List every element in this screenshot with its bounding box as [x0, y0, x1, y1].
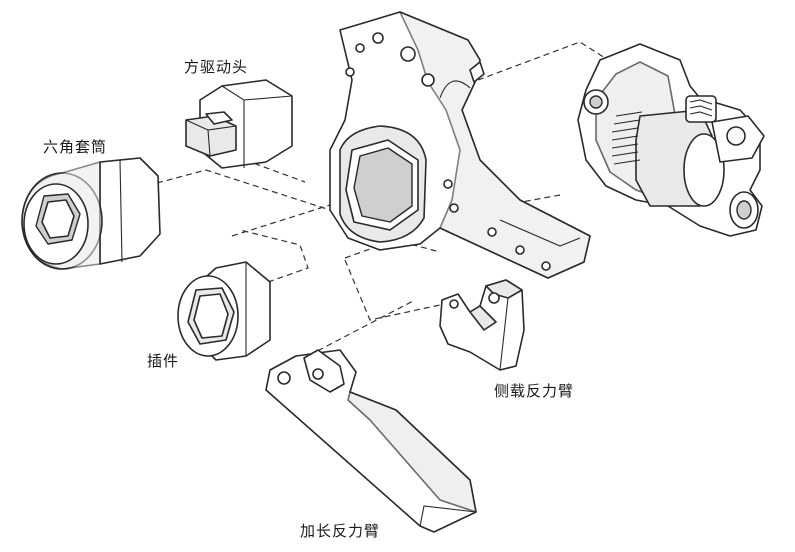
hydraulic-drive-unit	[577, 43, 765, 237]
wrench-body	[329, 11, 591, 279]
insert	[177, 261, 271, 361]
side-reaction-arm	[439, 279, 525, 371]
label-hex-socket: 六角套筒	[43, 138, 108, 156]
hex-socket	[21, 157, 161, 270]
extended-reaction-arm	[265, 349, 477, 533]
label-extended-reaction-arm: 加长反力臂	[300, 522, 381, 540]
label-square-drive: 方驱动头	[184, 58, 249, 76]
label-side-reaction-arm: 侧载反力臂	[494, 382, 575, 400]
label-insert: 插件	[147, 352, 180, 370]
square-drive-head	[185, 79, 293, 169]
